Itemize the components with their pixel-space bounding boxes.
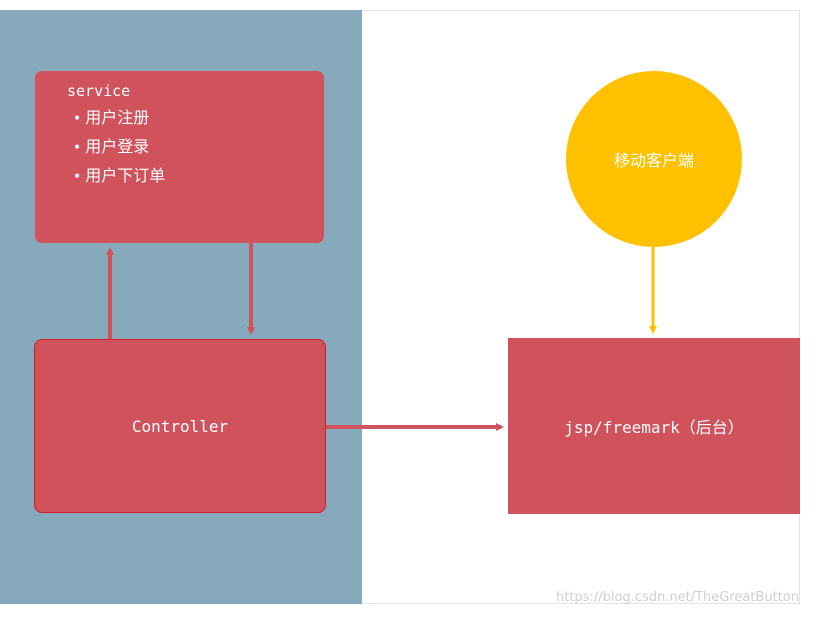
service-item-order: •用户下订单	[73, 162, 324, 191]
controller-label: Controller	[131, 416, 229, 436]
bullet-icon: •	[73, 169, 82, 185]
bullet-icon: •	[73, 111, 82, 127]
service-item-label: 用户下订单	[85, 166, 166, 185]
service-box: service •用户注册 •用户登录 •用户下订单	[35, 71, 324, 243]
backend-box: jsp/freemark（后台）	[508, 338, 800, 514]
mobile-client-label: 移动客户端	[613, 151, 694, 170]
service-item-register: •用户注册	[73, 104, 324, 133]
backend-label: jsp/freemark（后台）	[564, 418, 744, 437]
service-title: service	[67, 82, 131, 100]
service-item-label: 用户登录	[85, 137, 150, 156]
watermark-text: https://blog.csdn.net/TheGreatButton	[556, 590, 799, 605]
controller-box: Controller	[34, 339, 326, 513]
service-list: •用户注册 •用户登录 •用户下订单	[67, 104, 324, 191]
service-item-label: 用户注册	[85, 108, 150, 127]
service-item-login: •用户登录	[73, 133, 324, 162]
bullet-icon: •	[73, 140, 82, 156]
mobile-client-node: 移动客户端	[566, 71, 742, 247]
